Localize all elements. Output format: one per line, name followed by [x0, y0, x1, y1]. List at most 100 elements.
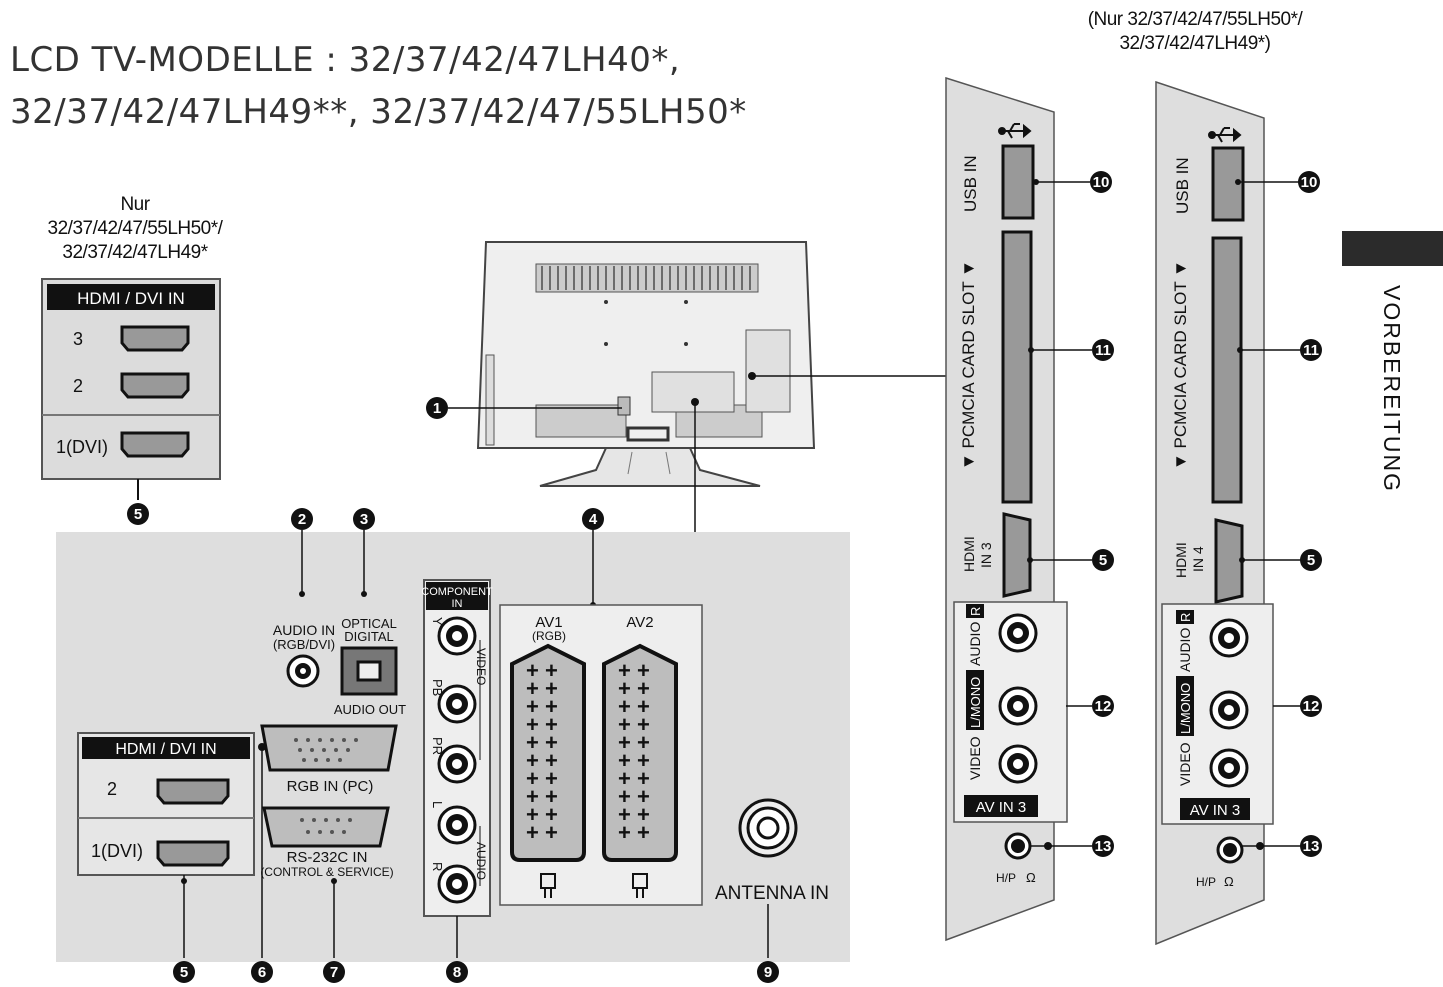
- model-note-left: Nur 32/37/42/47/55LH50*/ 32/37/42/47LH49…: [47, 194, 223, 263]
- video-bracket-label: VIDEO: [474, 648, 488, 685]
- av-r-label: R: [968, 607, 983, 616]
- callout-number: 1: [433, 400, 441, 417]
- headphone-label: H/P: [996, 871, 1016, 885]
- hdmi-box-header: HDMI / DVI IN: [115, 741, 216, 758]
- audio-in-sub-label: (RGB/DVI): [273, 637, 335, 652]
- av-in-header: AV IN 3: [1190, 802, 1241, 819]
- callout-number: 5: [134, 506, 142, 523]
- usb-in-label: USB IN: [961, 155, 980, 212]
- pcmcia-label: ▼ PCMCIA CARD SLOT ▼: [959, 260, 978, 470]
- tv-rear-illustration: 1: [426, 241, 946, 532]
- rgb-in-port: [260, 724, 398, 772]
- optical-sub-label: DIGITAL: [344, 629, 394, 644]
- callout-number: 10: [1301, 174, 1318, 191]
- callout-number: 13: [1095, 838, 1112, 855]
- callout-number: 8: [453, 964, 461, 981]
- rgb-in-label: RGB IN (PC): [287, 778, 374, 795]
- hdmi-port-label: 2: [107, 779, 117, 799]
- jack-label: PB: [430, 679, 445, 696]
- hdmi-side-sub-label: IN 4: [1190, 546, 1206, 572]
- scart-symbol-icon: [540, 873, 648, 898]
- headphone-jack: [1004, 832, 1032, 860]
- hdmi-port-icon: [120, 325, 190, 352]
- av-video-jack: [998, 744, 1038, 784]
- hdmi-dvi-box-top: HDMI / DVI IN 3 2 1(DVI): [41, 278, 221, 500]
- scart-panel: AV1 (RGB) AV2: [499, 604, 703, 906]
- callout-number: 11: [1095, 342, 1111, 359]
- optical-port: [340, 646, 398, 696]
- callout-number: 7: [330, 964, 338, 981]
- jack-label: R: [430, 862, 445, 871]
- section-label: VORBEREITUNG: [1379, 285, 1405, 494]
- av1-label: AV1: [535, 614, 562, 631]
- callout-number: 6: [258, 964, 266, 981]
- callout-number: 3: [360, 511, 368, 528]
- usb-icon: [998, 123, 1032, 139]
- hdmi-side-label: HDMI: [961, 536, 977, 572]
- av-l-jack: [998, 686, 1038, 726]
- headphone-label: H/P: [1196, 875, 1216, 889]
- audio-r-jack: [437, 864, 477, 904]
- hdmi-port-label: 1(DVI): [91, 841, 143, 861]
- callout-number: 12: [1095, 698, 1112, 715]
- jack-label: Y: [430, 617, 445, 626]
- usb-in-label: USB IN: [1173, 157, 1192, 214]
- antenna-in-port: [738, 798, 798, 858]
- audio-l-jack: [437, 805, 477, 845]
- usb-port: [1001, 144, 1035, 220]
- hdmi-side-label: HDMI: [1173, 542, 1189, 578]
- pcmcia-label: ▼ PCMCIA CARD SLOT ▼: [1171, 260, 1190, 470]
- component-label: COMPONENT: [421, 586, 493, 598]
- pcmcia-slot: [1001, 230, 1033, 504]
- av-lmono-label: L/MONO: [968, 677, 983, 728]
- headphone-icon: Ω: [1026, 870, 1036, 885]
- headphone-jack: [1216, 836, 1244, 864]
- side-panel-right: USB IN ▼ PCMCIA CARD SLOT ▼ HDMI IN 4 VI…: [1155, 80, 1322, 946]
- hdmi-box-header: HDMI / DVI IN: [77, 289, 185, 308]
- section-tab: [1342, 231, 1443, 266]
- callout-number: 2: [298, 511, 306, 528]
- callout-number: 13: [1303, 838, 1320, 855]
- callout-number: 5: [1307, 552, 1315, 569]
- av-video-label: VIDEO: [967, 736, 983, 780]
- headphone-icon: Ω: [1224, 874, 1234, 889]
- side-panel-left: USB IN ▼ PCMCIA CARD SLOT ▼ HDMI IN 3 VI…: [945, 76, 1114, 942]
- av-video-jack: [1209, 748, 1249, 788]
- optical-label: OPTICAL: [341, 616, 397, 631]
- av-l-jack: [1209, 690, 1249, 730]
- av1-sub-label: (RGB): [532, 629, 566, 643]
- rear-connector-panel: 2 3 4 5 AUDIO IN (RGB/DVI) OPTICAL DIGIT…: [56, 503, 850, 983]
- usb-icon: [1208, 127, 1242, 143]
- callout-number: 10: [1093, 174, 1110, 191]
- jack-label: L: [430, 801, 445, 808]
- audio-in-jack: [286, 654, 320, 688]
- callout-number: 11: [1303, 342, 1319, 359]
- pcmcia-slot: [1211, 236, 1243, 504]
- audio-out-label: AUDIO OUT: [334, 702, 406, 717]
- callout-number: 5: [1099, 552, 1107, 569]
- model-note-right: (Nur 32/37/42/47/55LH50*/ 32/37/42/47LH4…: [1087, 9, 1303, 54]
- hdmi-side-sub-label: IN 3: [978, 542, 994, 568]
- audio-bracket-label: AUDIO: [474, 842, 488, 880]
- callout-number: 12: [1303, 698, 1320, 715]
- rs232c-label: RS-232C IN: [287, 849, 368, 866]
- hdmi-port-icon: [156, 840, 230, 867]
- callout-number: 4: [589, 511, 598, 528]
- title-line-2: 32/37/42/47LH49**, 32/37/42/47/55LH50*: [10, 92, 747, 132]
- callout-number: 5: [180, 964, 188, 981]
- audio-in-label: AUDIO IN: [273, 622, 335, 638]
- av-lmono-label: L/MONO: [1178, 683, 1193, 734]
- av-r-jack: [1209, 618, 1249, 658]
- hdmi-port-icon: [120, 431, 190, 458]
- callout-number: 9: [764, 964, 772, 981]
- hdmi-side-port: [1214, 518, 1244, 604]
- hdmi-dvi-box-bottom: HDMI / DVI IN 2 1(DVI): [77, 732, 255, 876]
- av-audio-label: AUDIO: [967, 622, 983, 666]
- hdmi-port-label: 1(DVI): [56, 437, 108, 457]
- av-video-label: VIDEO: [1177, 742, 1193, 786]
- av-audio-label: AUDIO: [1177, 628, 1193, 672]
- hdmi-side-port: [1002, 512, 1032, 598]
- page-title: LCD TV-MODELLE : 32/37/42/47LH40*, 32/37…: [10, 34, 747, 138]
- hdmi-port-icon: [120, 372, 190, 399]
- component-sub-label: IN: [452, 598, 463, 610]
